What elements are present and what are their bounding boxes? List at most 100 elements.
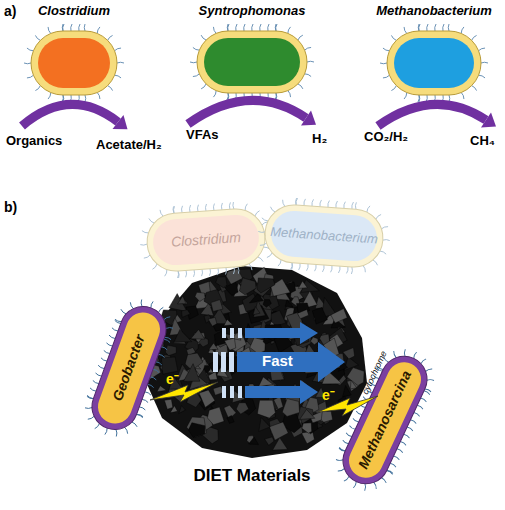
granule xyxy=(179,406,186,414)
granule xyxy=(331,309,347,323)
cell-hair xyxy=(448,24,450,31)
cell-hair xyxy=(190,62,197,64)
cell-hair xyxy=(129,302,135,308)
cell-hair xyxy=(114,430,119,437)
substrate-label: VFAs xyxy=(186,128,219,142)
cell-hair xyxy=(472,35,477,40)
cell-hair xyxy=(418,95,419,102)
cell-wall xyxy=(263,203,385,269)
cell-wall xyxy=(31,31,117,95)
granule xyxy=(259,418,270,432)
cell-hair xyxy=(380,63,387,65)
granule xyxy=(157,386,166,392)
cell-hair xyxy=(305,47,311,50)
cytoplasm xyxy=(38,38,110,88)
cell-hair xyxy=(103,350,110,354)
granule xyxy=(300,380,307,388)
granule xyxy=(338,362,347,372)
cell-hair xyxy=(413,412,420,416)
cell-hair xyxy=(100,358,107,362)
granule xyxy=(285,300,293,307)
cell-hair xyxy=(98,365,105,369)
cell-hair xyxy=(351,267,352,274)
cell-hair xyxy=(227,93,228,100)
cell-hair xyxy=(228,93,230,100)
cell-wall xyxy=(197,31,307,93)
cell-hair xyxy=(320,200,322,207)
cell-wall xyxy=(387,31,481,95)
granule xyxy=(208,372,217,380)
cell-hair xyxy=(84,24,86,31)
granule xyxy=(199,390,215,408)
arrow-head xyxy=(301,111,316,126)
granule xyxy=(338,396,347,406)
granule xyxy=(224,338,235,350)
cell-hair xyxy=(296,198,298,205)
cell-hair xyxy=(376,214,381,219)
granule xyxy=(191,329,205,339)
cell-hair xyxy=(229,202,231,209)
granule xyxy=(298,281,307,288)
cell-hair xyxy=(404,93,407,99)
cell-hair xyxy=(89,388,96,392)
cell-hair xyxy=(108,86,113,91)
cell-hair xyxy=(142,399,149,403)
cell-hair xyxy=(363,266,366,273)
cell-hair xyxy=(349,425,356,429)
product-label: H₂ xyxy=(312,132,327,146)
cell-hair xyxy=(79,24,80,31)
cell-hair xyxy=(383,239,390,240)
cell-hair xyxy=(63,95,65,102)
granule xyxy=(178,296,186,304)
cell-hair xyxy=(342,440,349,444)
cell-hair xyxy=(62,95,63,102)
cell-outline xyxy=(24,24,124,102)
cell-hair xyxy=(95,423,100,430)
granule xyxy=(297,309,308,318)
cell-hair xyxy=(62,24,64,31)
cell-hair xyxy=(35,86,40,91)
cell-hair xyxy=(383,48,389,51)
cell-hair xyxy=(481,62,488,64)
cell-hair xyxy=(245,204,248,211)
granule xyxy=(350,380,356,389)
cell-hair xyxy=(258,257,263,262)
cell-hair xyxy=(181,206,183,213)
cell-hair xyxy=(109,335,116,339)
granule xyxy=(141,363,161,382)
granule xyxy=(323,338,339,357)
cell-hair xyxy=(426,95,427,102)
granule xyxy=(257,400,275,418)
granule xyxy=(269,422,288,440)
cell-hair xyxy=(48,93,51,99)
cell-hair xyxy=(288,27,291,33)
cell-hair xyxy=(424,390,431,394)
cell-hair xyxy=(275,93,276,100)
cell-hair xyxy=(115,48,121,51)
cell-hair xyxy=(106,343,113,347)
granule xyxy=(344,357,358,371)
cytoplasm xyxy=(152,213,261,266)
cell-hair xyxy=(353,482,357,489)
cell-hair xyxy=(410,419,417,423)
cytoplasm xyxy=(270,209,379,262)
granule xyxy=(247,384,256,393)
cell-hair xyxy=(228,24,229,31)
cell-hair xyxy=(88,415,94,421)
cell-hair xyxy=(420,398,427,402)
granule xyxy=(253,307,260,315)
cell-hair xyxy=(403,434,410,438)
cell-hair xyxy=(381,226,388,229)
cell-hair xyxy=(164,270,167,277)
cell-hair xyxy=(189,205,191,212)
cell-hair xyxy=(123,427,129,433)
cell-hair xyxy=(413,352,417,359)
cell-hair xyxy=(304,199,306,206)
cell-hair xyxy=(137,414,144,417)
cell-hair xyxy=(425,388,432,392)
cell-hair xyxy=(295,198,296,205)
cell-hair xyxy=(336,457,343,462)
granule xyxy=(343,348,355,359)
granule xyxy=(312,308,327,325)
cell-hair xyxy=(352,418,359,422)
